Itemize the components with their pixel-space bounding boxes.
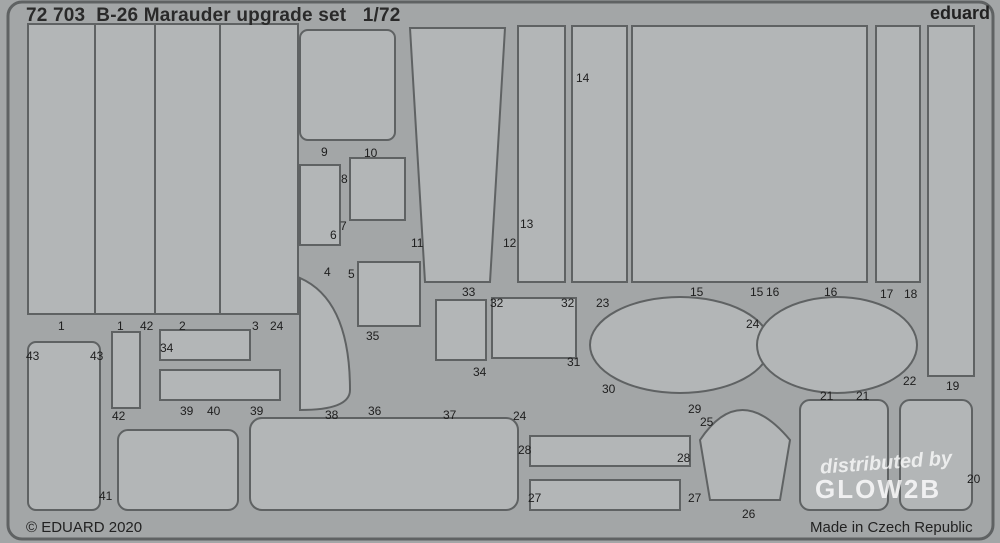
part-28 — [529, 435, 691, 467]
part-43 — [27, 341, 101, 511]
wing-panel-part — [631, 25, 868, 283]
part-number-label: 22 — [903, 374, 917, 388]
part-number-label: 38 — [325, 408, 339, 422]
part-number-label: 32 — [561, 296, 575, 310]
part-number-label: 24 — [746, 317, 760, 331]
part-10 — [349, 157, 406, 221]
part-number-label: 19 — [946, 379, 960, 393]
part-number-label: 4 — [324, 265, 331, 279]
part-number-label: 31 — [567, 355, 581, 369]
part-number-label: 16 — [824, 285, 838, 299]
part-26 — [698, 409, 792, 501]
part-number-label: 34 — [160, 341, 174, 355]
part-42 — [111, 331, 141, 409]
part-number-label: 10 — [364, 146, 378, 160]
part-number-label: 33 — [462, 285, 476, 299]
strip-part-13 — [517, 25, 566, 283]
large-panel-part — [27, 23, 299, 315]
part-number-label: 15 — [750, 285, 764, 299]
fret-frame — [6, 0, 995, 541]
copyright: © EDUARD 2020 — [26, 519, 143, 536]
part-number-label: 7 — [340, 219, 347, 233]
part-16 — [756, 296, 918, 394]
part-6 — [299, 164, 341, 246]
part-5 — [357, 261, 421, 327]
part-number-label: 9 — [321, 145, 328, 159]
part-number-label: 8 — [341, 172, 348, 186]
part-number-label: 21 — [820, 389, 834, 403]
part-21 — [799, 399, 889, 511]
part-number-label: 42 — [140, 319, 154, 333]
strip-part-14 — [571, 25, 628, 283]
part-number-label: 39 — [250, 404, 264, 418]
part-number-label: 30 — [602, 382, 616, 396]
part-number-label: 18 — [904, 287, 918, 301]
part-number-label: 37 — [443, 408, 457, 422]
part-23 — [589, 296, 771, 394]
part-number-label: 43 — [90, 349, 104, 363]
part-number-label: 41 — [99, 489, 113, 503]
part-33 — [435, 299, 487, 361]
part-number-label: 11 — [411, 236, 424, 250]
part-number-label: 28 — [518, 443, 532, 457]
part-9 — [299, 29, 396, 141]
part-34 — [159, 329, 251, 361]
part-20 — [899, 399, 973, 511]
part-32 — [491, 297, 577, 359]
part-number-label: 2 — [179, 319, 186, 333]
part-number-label: 42 — [112, 409, 126, 423]
origin: Made in Czech Republic — [810, 519, 973, 536]
part-37-38 — [249, 417, 519, 511]
part-number-label: 35 — [366, 329, 380, 343]
strip-part-17-18 — [875, 25, 921, 283]
part-number-label: 23 — [596, 296, 610, 310]
set-title: 72 703 B-26 Marauder upgrade set 1/72 — [26, 5, 401, 26]
part-number-label: 27 — [688, 491, 702, 505]
part-number-label: 15 — [690, 285, 704, 299]
part-number-label: 1 — [58, 319, 65, 333]
part-number-label: 16 — [766, 285, 780, 299]
part-39-40 — [159, 369, 281, 401]
part-number-label: 25 — [700, 415, 714, 429]
part-number-label: 1 — [117, 319, 124, 333]
part-27 — [529, 479, 681, 511]
part-number-label: 24 — [513, 409, 527, 423]
part-number-label: 14 — [576, 71, 590, 85]
part-number-label: 29 — [688, 402, 702, 416]
tapered-panel-part — [408, 27, 507, 283]
part-41 — [117, 429, 239, 511]
part-number-label: 3 — [252, 319, 259, 333]
part-number-label: 12 — [503, 236, 517, 250]
watermark-logo: GLOW2B — [815, 474, 942, 504]
brand-logo: eduard — [930, 3, 991, 23]
part-number-label: 32 — [490, 296, 504, 310]
part-number-label: 40 — [207, 404, 221, 418]
part-number-label: 17 — [880, 287, 894, 301]
strip-part-19 — [927, 25, 975, 377]
part-number-label: 43 — [26, 349, 40, 363]
part-number-label: 27 — [528, 491, 542, 505]
part-number-label: 6 — [330, 228, 337, 242]
part-number-label: 20 — [967, 472, 981, 486]
part-number-label: 21 — [856, 389, 870, 403]
part-number-label: 36 — [368, 404, 382, 418]
part-number-label: 5 — [348, 267, 355, 281]
part-number-label: 28 — [677, 451, 691, 465]
part-4 — [299, 276, 352, 412]
part-number-label: 24 — [270, 319, 284, 333]
part-number-label: 13 — [520, 217, 534, 231]
part-number-label: 39 — [180, 404, 194, 418]
part-number-label: 26 — [742, 507, 756, 521]
part-number-label: 34 — [473, 365, 487, 379]
